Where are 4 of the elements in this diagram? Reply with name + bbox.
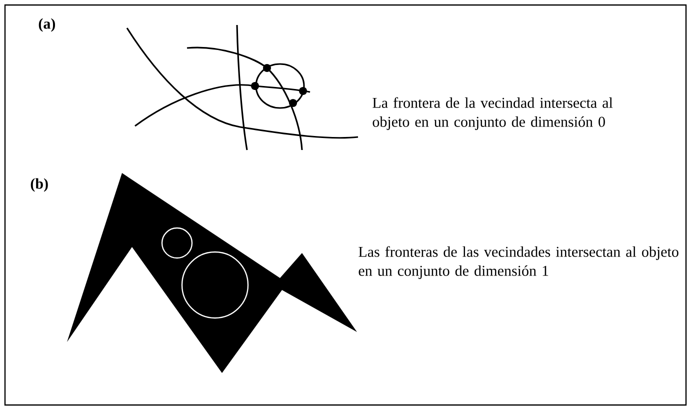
caption-text: La frontera de la vecindad intersecta al objeto en un conjunto de dimensión 0: [372, 97, 613, 130]
panel-label: (a): [38, 18, 56, 32]
caption-text: Las fronteras de las vecindades intersectan al objeto en un conjunto de dimensión 1: [358, 246, 678, 279]
panel-label: (b): [30, 178, 48, 192]
